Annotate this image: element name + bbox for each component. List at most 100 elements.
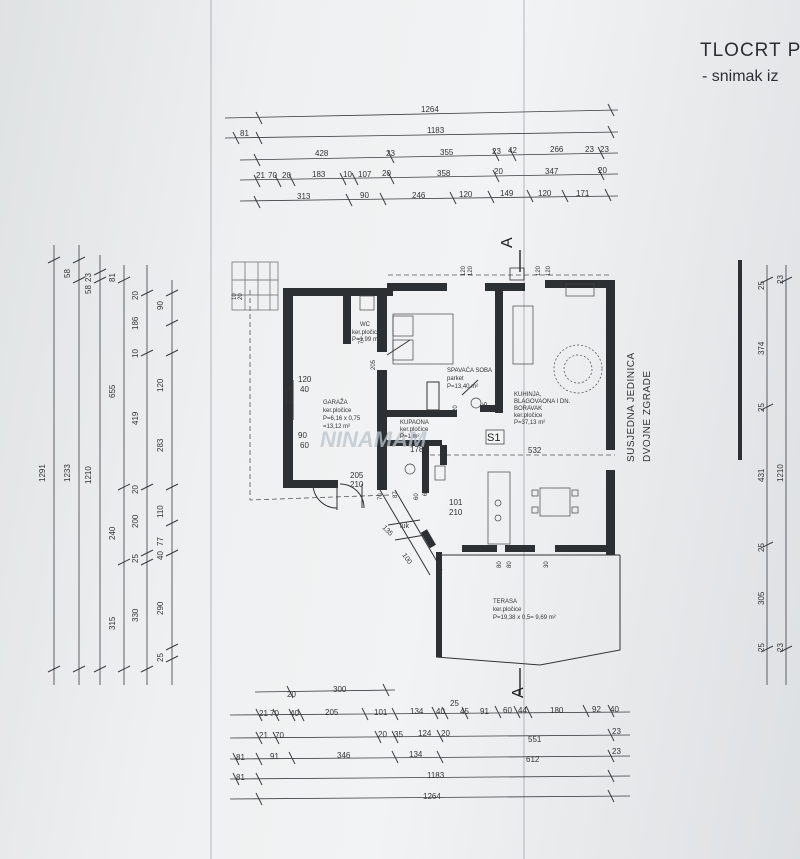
dim-label: 1264	[421, 105, 439, 114]
dim-label: 25	[450, 699, 459, 708]
bed-icon	[392, 313, 454, 365]
dim-label: 186	[131, 316, 140, 330]
dim-label: 120	[536, 265, 542, 276]
room-name: GARAŽA	[323, 398, 348, 406]
dim-label: 23	[612, 727, 621, 736]
dim-label: 1183	[427, 771, 445, 780]
dim-label: 70	[275, 731, 284, 740]
watermark: NINAMAM	[320, 427, 427, 452]
dim-label: 120	[468, 265, 474, 276]
dim-label: 40	[300, 385, 309, 394]
dim-label: 532	[528, 446, 542, 455]
washbasin-icon	[404, 463, 416, 475]
garage-outline	[249, 274, 615, 501]
dim-label: 20	[131, 291, 140, 300]
room-name: KUPAONA	[400, 420, 429, 426]
dim-label: 70	[270, 709, 279, 718]
dim-label: 134	[410, 707, 424, 716]
dim-label: 30	[544, 561, 550, 568]
top-dimensions: 1264 81 1183 428 23 355 23 42 266 23 23 …	[240, 105, 609, 201]
dim-label: 171	[576, 189, 590, 198]
section-marker-bottom: A	[510, 687, 527, 698]
dim-label: 205	[371, 359, 377, 370]
room-name: TERASA	[493, 599, 517, 605]
dim-label: 35	[394, 730, 403, 739]
dim-label: 71	[359, 337, 365, 344]
dim-label: 210	[350, 480, 364, 489]
neighbor-walls	[738, 260, 742, 460]
dim-label: 1210	[776, 464, 785, 482]
room-garage: GARAŽA ker.pločice P=6,16 x 0,75 =13,12 …	[323, 398, 361, 430]
dim-label: 23	[84, 273, 93, 282]
dim-label: 1233	[63, 464, 72, 482]
dim-label: 25	[757, 281, 766, 290]
dim-label: 44	[518, 706, 527, 715]
dim-label: 246	[412, 191, 426, 200]
dim-label: 135	[381, 524, 394, 537]
dim-label: 60	[503, 706, 512, 715]
dim-label: 58	[84, 285, 93, 294]
dim-label: 21	[256, 171, 265, 180]
dim-label: 20	[598, 166, 607, 175]
room-area: =13,12 m²	[323, 424, 350, 430]
dim-label: 10	[232, 293, 238, 300]
window-and-door-lines	[285, 250, 621, 695]
dim-label: 20	[441, 729, 450, 738]
dim-label: 120	[461, 265, 467, 276]
dim-label: 178	[410, 445, 424, 454]
dim-label: 101	[449, 498, 463, 507]
unit-badge: S1	[487, 432, 500, 444]
dim-label: 1264	[423, 792, 441, 801]
dim-label: 210	[449, 508, 463, 517]
dim-label: 60	[300, 441, 309, 450]
dim-label: 25	[757, 543, 766, 552]
dim-label: 107	[358, 170, 372, 179]
dim-label: 70	[378, 493, 384, 500]
dim-label: 40	[610, 705, 619, 714]
dim-label: 347	[545, 167, 559, 176]
toilet-icon	[359, 295, 375, 311]
furniture	[359, 283, 603, 545]
dim-label: 25	[757, 403, 766, 412]
dim-label: 1183	[427, 126, 445, 135]
dim-label: 90	[298, 431, 307, 440]
dim-label: 240	[108, 526, 117, 540]
dim-label: 91	[270, 752, 279, 761]
dim-label: 70	[268, 171, 277, 180]
dim-label: 90	[360, 191, 369, 200]
dim-label: 205	[325, 708, 339, 717]
dim-label: 25	[131, 554, 140, 563]
dim-label: 20	[282, 171, 291, 180]
drawing-title: TLOCRT P	[700, 40, 800, 61]
dim-label: 300	[333, 685, 347, 694]
section-marker-top: A	[499, 237, 516, 248]
room-bath: KUPAONA ker.pločice P=1 m²	[400, 420, 429, 440]
dim-label: luk	[400, 523, 409, 530]
dim-label: 45	[460, 707, 469, 716]
room-floor: ker.pločice	[493, 607, 522, 613]
room-name: SPAVAĆA SOBA	[447, 367, 492, 374]
dim-label: 330	[131, 608, 140, 622]
room-floor: ker.pločice	[514, 413, 543, 419]
room-terrace: TERASA ker.pločice P=19,38 x 0,5= 9,69 m…	[493, 599, 556, 621]
dim-label: 110	[156, 505, 165, 518]
dim-label: 23	[776, 643, 785, 652]
dim-label: 80	[497, 561, 503, 568]
dim-label: 313	[297, 192, 311, 201]
dim-label: 80	[507, 561, 513, 568]
dim-label: 40	[156, 551, 165, 560]
dim-label: 58	[63, 269, 72, 278]
kitchen-counter-icon	[487, 471, 511, 545]
room-area: P=19,38 x 0,5= 9,69 m²	[493, 615, 556, 621]
dim-label: 21	[259, 731, 268, 740]
dim-label: 20	[287, 690, 296, 699]
dim-label: 23	[612, 747, 621, 756]
dim-label: 81	[240, 129, 249, 138]
room-kitchen: KUHINJA, BLAGOVAONA I DN. BORAVAK ker.pl…	[514, 392, 571, 426]
dim-label: 346	[337, 751, 351, 760]
room-floor: parket	[447, 376, 464, 382]
dim-label: 305	[757, 591, 766, 605]
room-area: P=1 m²	[400, 434, 420, 440]
dim-label: 124	[418, 729, 432, 738]
